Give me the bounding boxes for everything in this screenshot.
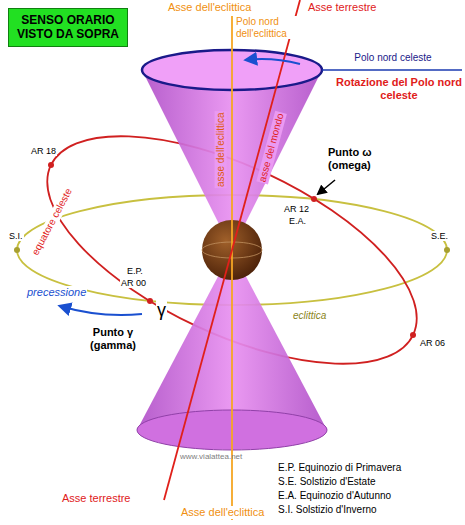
point-dot <box>147 298 153 304</box>
label: eclittica <box>292 310 327 322</box>
legend-entry: S.E. Solstizio d'Estate <box>278 476 376 488</box>
label: AR 18 <box>30 146 57 156</box>
label: Asse dell'eclittica <box>180 506 265 519</box>
label: Asse terrestre <box>308 1 376 14</box>
label: AR 00 <box>120 278 147 288</box>
label: Polo nord dell'eclittica <box>235 16 299 39</box>
label: asse dell'eclittica <box>214 112 226 189</box>
label: Asse dell'eclittica <box>168 1 251 14</box>
label: S.E. <box>430 231 449 241</box>
label: AR 12 <box>283 204 310 214</box>
precession-arrow <box>60 306 142 315</box>
label: Polo nord celeste <box>338 52 448 64</box>
label: precessione <box>26 286 87 299</box>
leader-arrow <box>318 180 335 194</box>
leader-line <box>322 69 462 71</box>
rotation-arrow <box>246 59 300 64</box>
label: Rotazione del Polo nord celeste <box>336 76 462 101</box>
legend-entry: E.P. Equinozio di Primavera <box>278 462 401 474</box>
label: equatore celeste <box>29 186 75 258</box>
point-dot <box>444 247 450 253</box>
point-dot <box>311 196 317 202</box>
label: E.A. <box>288 216 307 226</box>
point-dot <box>48 162 54 168</box>
legend-entry: E.A. Equinozio d'Autunno <box>278 490 391 502</box>
label: Punto ω (omega) <box>328 146 398 171</box>
label: Punto γ (gamma) <box>82 326 144 351</box>
point-dot <box>14 247 20 253</box>
label: www.vialattea.net <box>180 452 242 461</box>
ecliptic-axis <box>231 16 233 520</box>
label: γ <box>156 300 167 321</box>
label: E.P. <box>126 266 144 276</box>
point-dot <box>410 332 416 338</box>
title-box: SENSO ORARIO VISTO DA SOPRA <box>8 8 128 47</box>
label: AR 06 <box>419 338 446 348</box>
legend-entry: S.I. Solstizio d'Inverno <box>278 504 377 516</box>
label: Asse terrestre <box>62 492 130 505</box>
earth-axis <box>164 0 300 500</box>
label: S.I. <box>8 231 24 241</box>
